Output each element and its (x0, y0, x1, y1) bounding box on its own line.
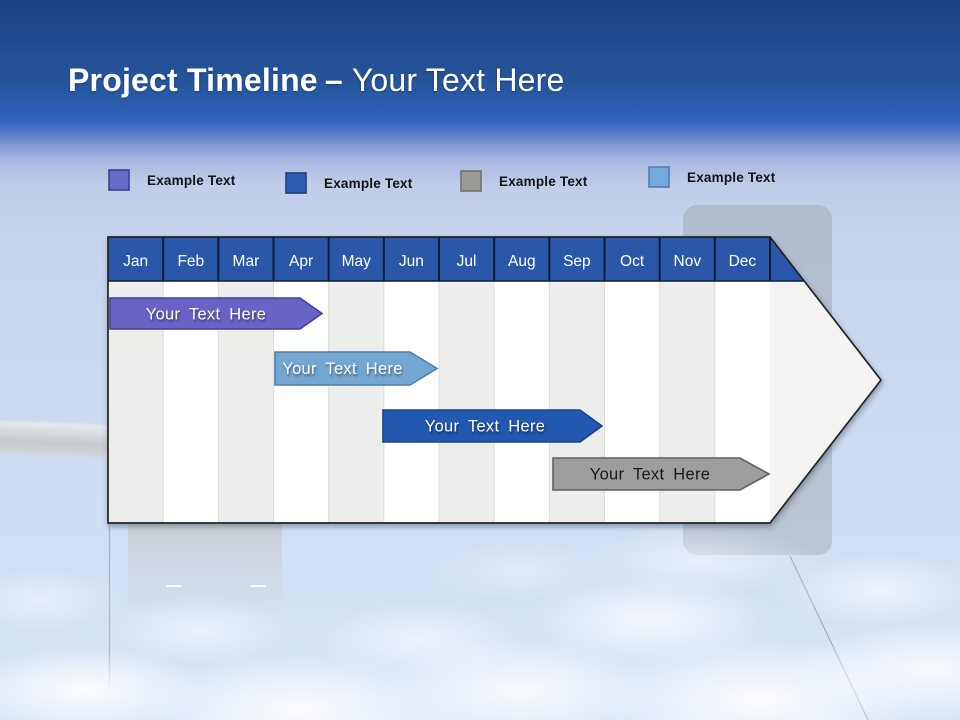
legend-swatch-icon (285, 172, 307, 194)
month-label: Sep (563, 253, 591, 270)
month-label: Feb (177, 253, 204, 270)
legend-swatch-icon (108, 169, 130, 191)
page-title: Project Timeline–Your Text Here (68, 62, 565, 99)
signpost-reflection (128, 524, 282, 614)
bar-shape (109, 297, 324, 330)
bar-shape (274, 351, 439, 386)
month-label: Dec (729, 253, 757, 270)
title-dash: – (324, 62, 343, 98)
bar-label: Your Text Here (282, 360, 402, 378)
timeline-bar-3: Your Text Here (382, 409, 604, 443)
timeline-bar-4: Your Text Here (552, 457, 771, 491)
timeline-bar-2: Your Text Here (274, 351, 439, 386)
column-separators (162, 281, 716, 523)
legend-label: Example Text (687, 169, 776, 185)
title-primary: Project Timeline (68, 62, 318, 98)
month-label: Mar (233, 253, 260, 270)
month-label: Oct (620, 253, 645, 270)
month-label: Apr (289, 253, 313, 270)
month-label: Aug (508, 253, 536, 270)
legend-label: Example Text (324, 175, 413, 191)
month-labels: Jan Feb Mar Apr May Jun Jul Aug Sep Oct … (123, 253, 756, 270)
legend-item-blue: Example Text (285, 172, 412, 194)
legend-item-gray: Example Text (460, 170, 587, 192)
month-label: Jan (123, 253, 148, 270)
legend-label: Example Text (499, 173, 588, 189)
legend-swatch-icon (460, 170, 482, 192)
timeline-chart: Jan Feb Mar Apr May Jun Jul Aug Sep Oct … (107, 236, 883, 524)
bar-label: Your Text Here (146, 306, 266, 324)
bar-shape (552, 457, 771, 491)
timeline-bar-1: Your Text Here (109, 297, 324, 330)
month-label: Nov (674, 253, 702, 270)
bar-shape (382, 409, 604, 443)
legend-swatch-icon (648, 166, 670, 188)
month-label: Jun (399, 253, 424, 270)
bar-label: Your Text Here (425, 418, 545, 436)
arrow-outline (107, 236, 883, 524)
signpost-marking (250, 585, 266, 587)
title-secondary: Your Text Here (351, 62, 565, 98)
month-label: Jul (457, 253, 477, 270)
legend-item-purple: Example Text (108, 169, 235, 191)
signpost-marking (166, 585, 182, 587)
sign-pole (0, 420, 115, 458)
bar-label: Your Text Here (590, 466, 710, 484)
month-label: May (342, 253, 372, 270)
legend-label: Example Text (147, 172, 236, 188)
legend-item-lightblue: Example Text (648, 166, 775, 188)
month-header-separators (108, 237, 881, 282)
